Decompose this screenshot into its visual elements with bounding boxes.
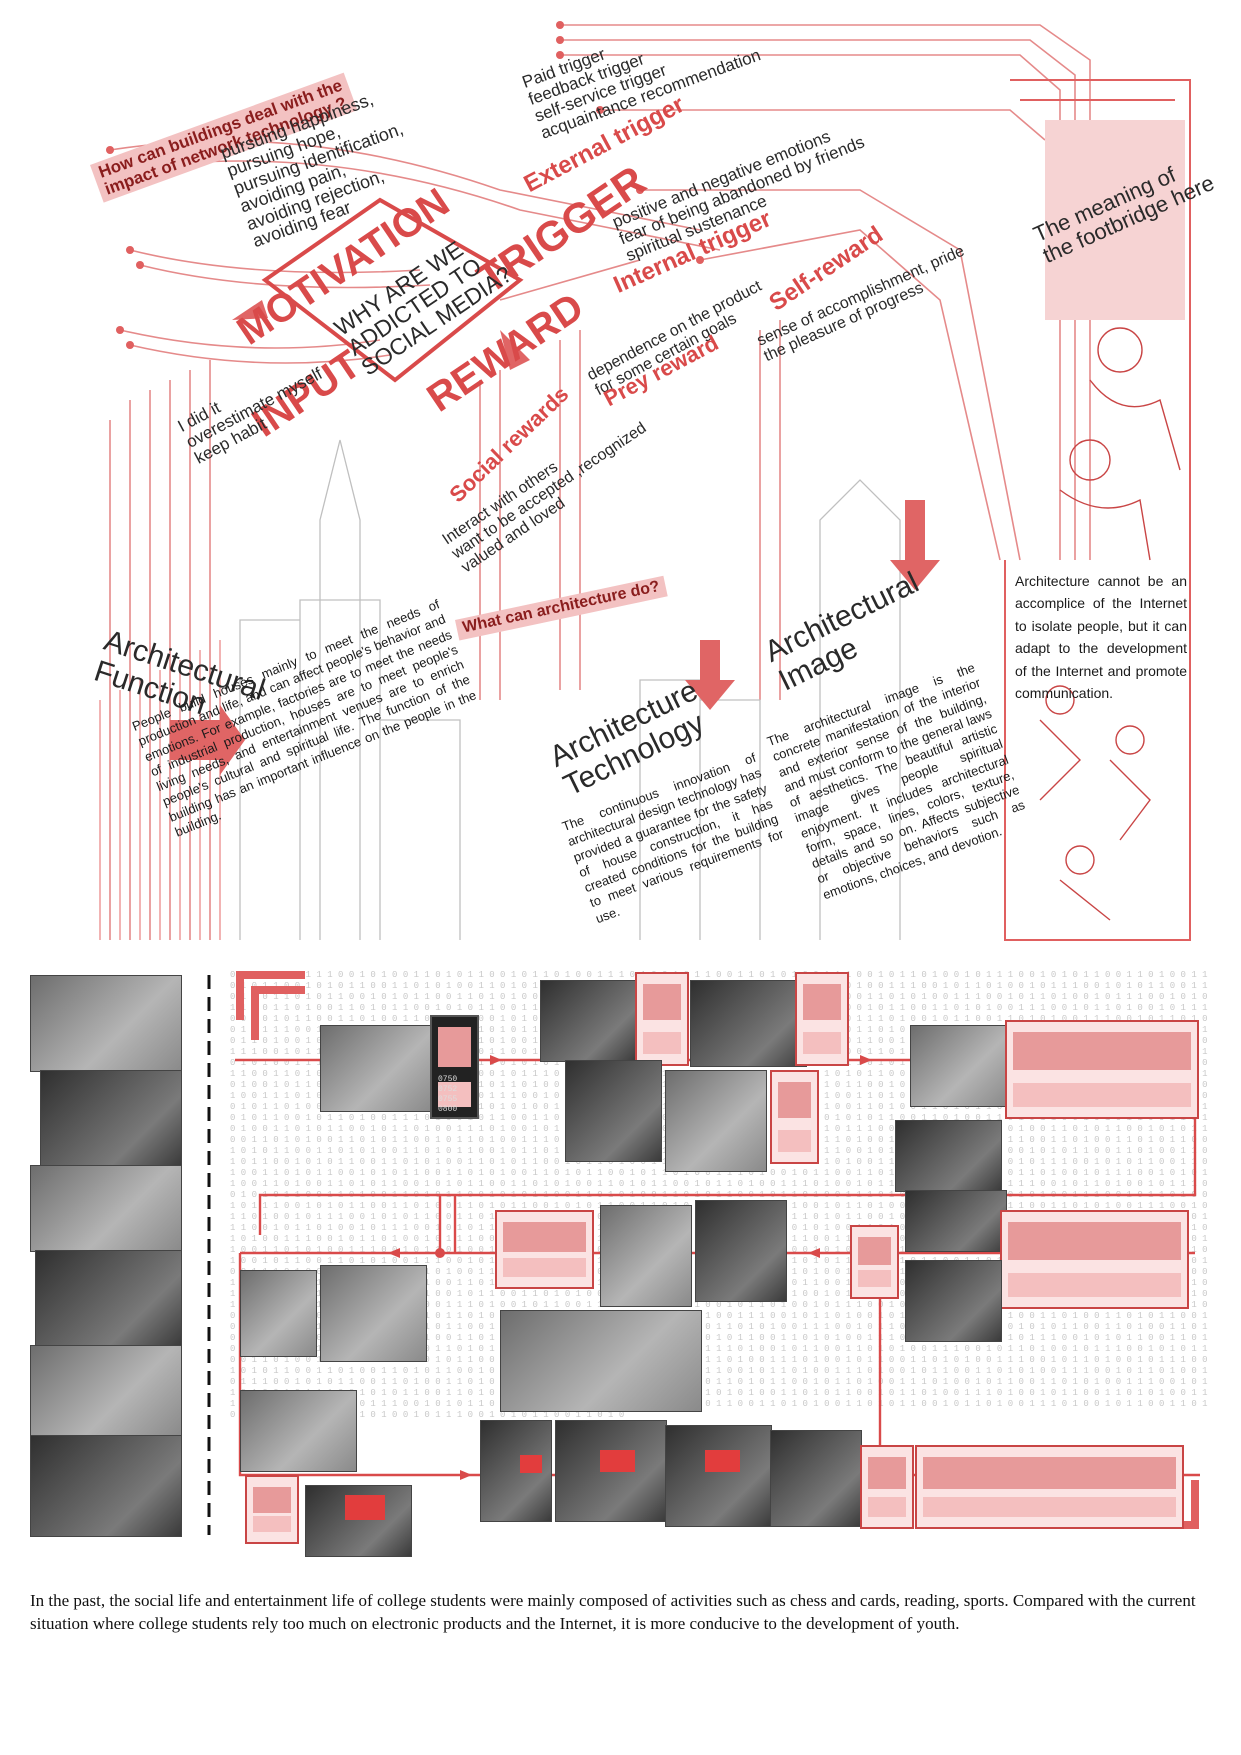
photo-past-5 <box>30 1345 182 1437</box>
photo-past-6 <box>30 1435 182 1537</box>
side-statement: Architecture cannot be an accomplice of … <box>1015 573 1187 701</box>
poster-diagram <box>99 21 1191 941</box>
phone-chat <box>245 1475 299 1544</box>
screen-highlight-2 <box>600 1450 635 1472</box>
photo-bus <box>665 1070 767 1172</box>
caption-text: In the past, the social life and enterta… <box>30 1591 1196 1633</box>
photo-past-3 <box>30 1165 182 1252</box>
photo-past-4 <box>35 1250 182 1347</box>
phone-alarm: 0750 0752 0755 0800 <box>430 1015 479 1119</box>
phone-social-feed <box>1005 1020 1199 1119</box>
phone-map <box>795 972 849 1066</box>
photo-food <box>905 1190 1007 1252</box>
footbridge-highlight <box>1045 120 1185 320</box>
alarm-time-1: 0750 <box>438 1075 458 1084</box>
photo-lecture-hall <box>910 1025 1007 1107</box>
phone-news <box>850 1225 899 1299</box>
phone-watch-shop <box>860 1445 914 1529</box>
arrow-technology <box>685 640 735 710</box>
arrows <box>170 300 940 775</box>
phone-shopping <box>1000 1210 1189 1309</box>
arrow-function <box>170 705 245 775</box>
photo-dorm-gaming-4 <box>770 1430 862 1527</box>
photo-road-2 <box>320 1265 427 1362</box>
phone-qrcode <box>770 1070 819 1164</box>
photo-road-1 <box>240 1270 317 1357</box>
alarm-time-4: 0800 <box>438 1105 458 1114</box>
alarm-time-2: 0752 <box>438 1085 458 1094</box>
phone-video-feed <box>495 1210 594 1289</box>
circuit-lines <box>109 24 1091 940</box>
screen-highlight-1 <box>345 1495 385 1520</box>
photo-crowd <box>905 1260 1002 1342</box>
screen-highlight-4 <box>520 1455 542 1473</box>
people-sketches <box>1039 327 1181 921</box>
phone-live-stream <box>915 1445 1184 1529</box>
circuit-dots <box>106 21 704 349</box>
photo-walking-phone <box>565 1060 662 1162</box>
photo-car-street <box>690 980 807 1067</box>
skyscraper-silhouettes <box>239 439 901 940</box>
photo-past-1 <box>30 975 182 1072</box>
photo-canteen <box>895 1120 1002 1192</box>
phone-app-1 <box>635 972 689 1066</box>
photo-stairs <box>600 1205 692 1307</box>
divider-dashed <box>207 975 211 1535</box>
photo-past-2 <box>40 1070 182 1167</box>
photo-bike <box>540 980 637 1062</box>
photo-road-3 <box>500 1310 702 1412</box>
arrow-reward <box>500 330 530 370</box>
footbridge-frame <box>1004 79 1191 941</box>
arrow-image <box>890 500 940 590</box>
skyscraper-red-hatching <box>99 640 221 940</box>
photo-dorm-gaming-1 <box>480 1420 552 1522</box>
photo-dorm-bed <box>320 1025 432 1112</box>
photo-dorm-gaming-3 <box>665 1425 772 1527</box>
arrow-motivation <box>232 300 268 320</box>
alarm-time-3: 0755 <box>438 1095 458 1104</box>
photo-library <box>240 1390 357 1472</box>
center-diamond <box>261 197 524 383</box>
screen-highlight-3 <box>705 1450 740 1472</box>
photo-student-phone <box>695 1200 787 1302</box>
